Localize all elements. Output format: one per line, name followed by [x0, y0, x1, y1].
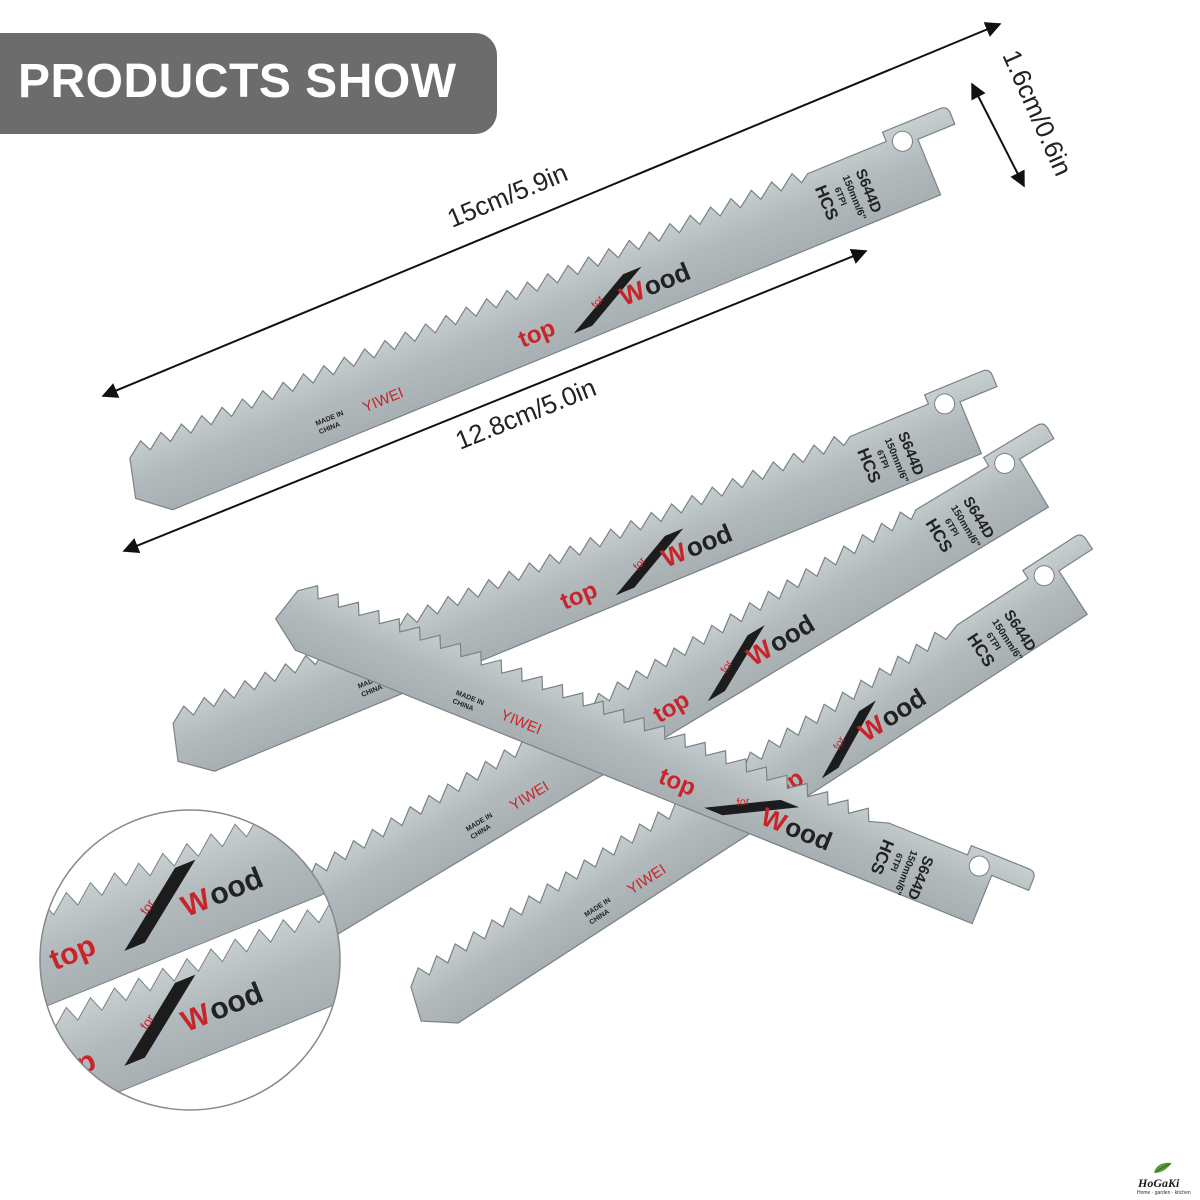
print-for: for	[831, 735, 848, 752]
title-banner	[0, 33, 497, 134]
width-arrow	[971, 82, 1025, 188]
width-label: 1.6cm/0.6in	[997, 45, 1079, 180]
blade-body	[274, 585, 1035, 925]
print-slash	[704, 799, 800, 816]
brand-logo: HoGaKi	[1138, 1176, 1180, 1190]
brand-tagline: Home · garden · kitchen	[1137, 1190, 1191, 1196]
blade-mount-hole	[1033, 565, 1055, 587]
cutting-length-arrow	[122, 248, 868, 554]
blade-mount-hole	[968, 855, 990, 877]
print-for: for	[719, 658, 736, 675]
print-for: for	[736, 796, 750, 809]
banner-title: PRODUCTS SHOW	[18, 55, 457, 108]
overall-length-label: 15cm/5.9in	[443, 157, 572, 233]
print-slash	[821, 700, 876, 779]
blade-mount-hole	[994, 452, 1016, 474]
print-slash	[707, 625, 765, 702]
leaf-icon	[1154, 1162, 1172, 1173]
